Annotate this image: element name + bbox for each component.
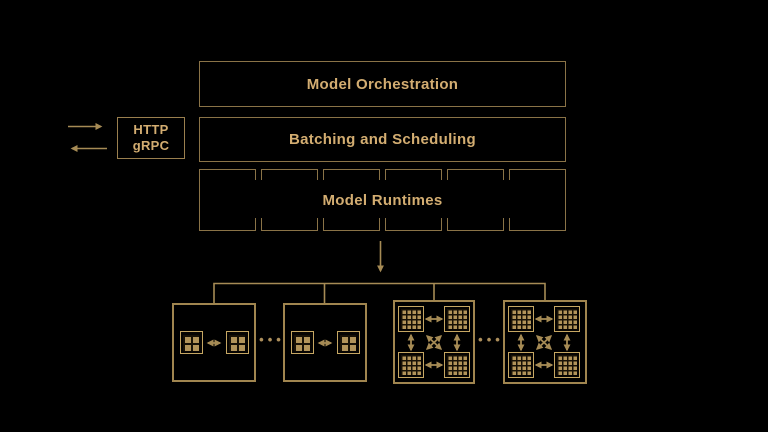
gpu-chip-icon <box>225 331 249 354</box>
gpu-quad-box-1 <box>393 300 475 384</box>
gpu-chip-icon <box>336 331 360 354</box>
gpu-chip-icon <box>554 352 580 378</box>
gpu-chip-icon <box>398 352 424 378</box>
http-label: HTTP <box>133 122 169 137</box>
gpu-chip-icon <box>398 306 424 332</box>
http-grpc-box: HTTP gRPC <box>117 117 185 159</box>
double-arrow-icon <box>317 339 333 346</box>
gpu-chip-icon <box>444 352 470 378</box>
double-arrow-icon <box>206 339 222 346</box>
gpu-chip-icon <box>290 331 314 354</box>
model-runtimes-box: Model Runtimes <box>199 169 567 231</box>
gpu-chip-icon <box>444 306 470 332</box>
model-runtimes-label: Model Runtimes <box>322 191 443 209</box>
gpu-chip-icon <box>179 331 203 354</box>
model-orchestration-label: Model Orchestration <box>306 75 459 93</box>
gpu-chip-icon <box>508 352 534 378</box>
gpu-pair-box-2 <box>283 303 367 382</box>
gpu-pair-box-1 <box>172 303 256 382</box>
gpu-fanout-connector <box>213 282 546 303</box>
batching-scheduling-box: Batching and Scheduling <box>199 117 566 162</box>
ellipsis-dots: ••• <box>478 332 504 347</box>
batching-scheduling-label: Batching and Scheduling <box>289 131 476 148</box>
gpu-chip-icon <box>508 306 534 332</box>
grpc-label: gRPC <box>132 138 170 153</box>
gpu-interconnect-arrows <box>517 315 571 369</box>
gpu-interconnect-arrows <box>407 315 461 369</box>
gpu-quad-box-2 <box>503 300 587 384</box>
ellipsis-dots: ••• <box>259 332 285 347</box>
gpu-chip-icon <box>554 306 580 332</box>
model-orchestration-box: Model Orchestration <box>199 61 566 107</box>
runtime-slot-mask <box>203 180 562 218</box>
